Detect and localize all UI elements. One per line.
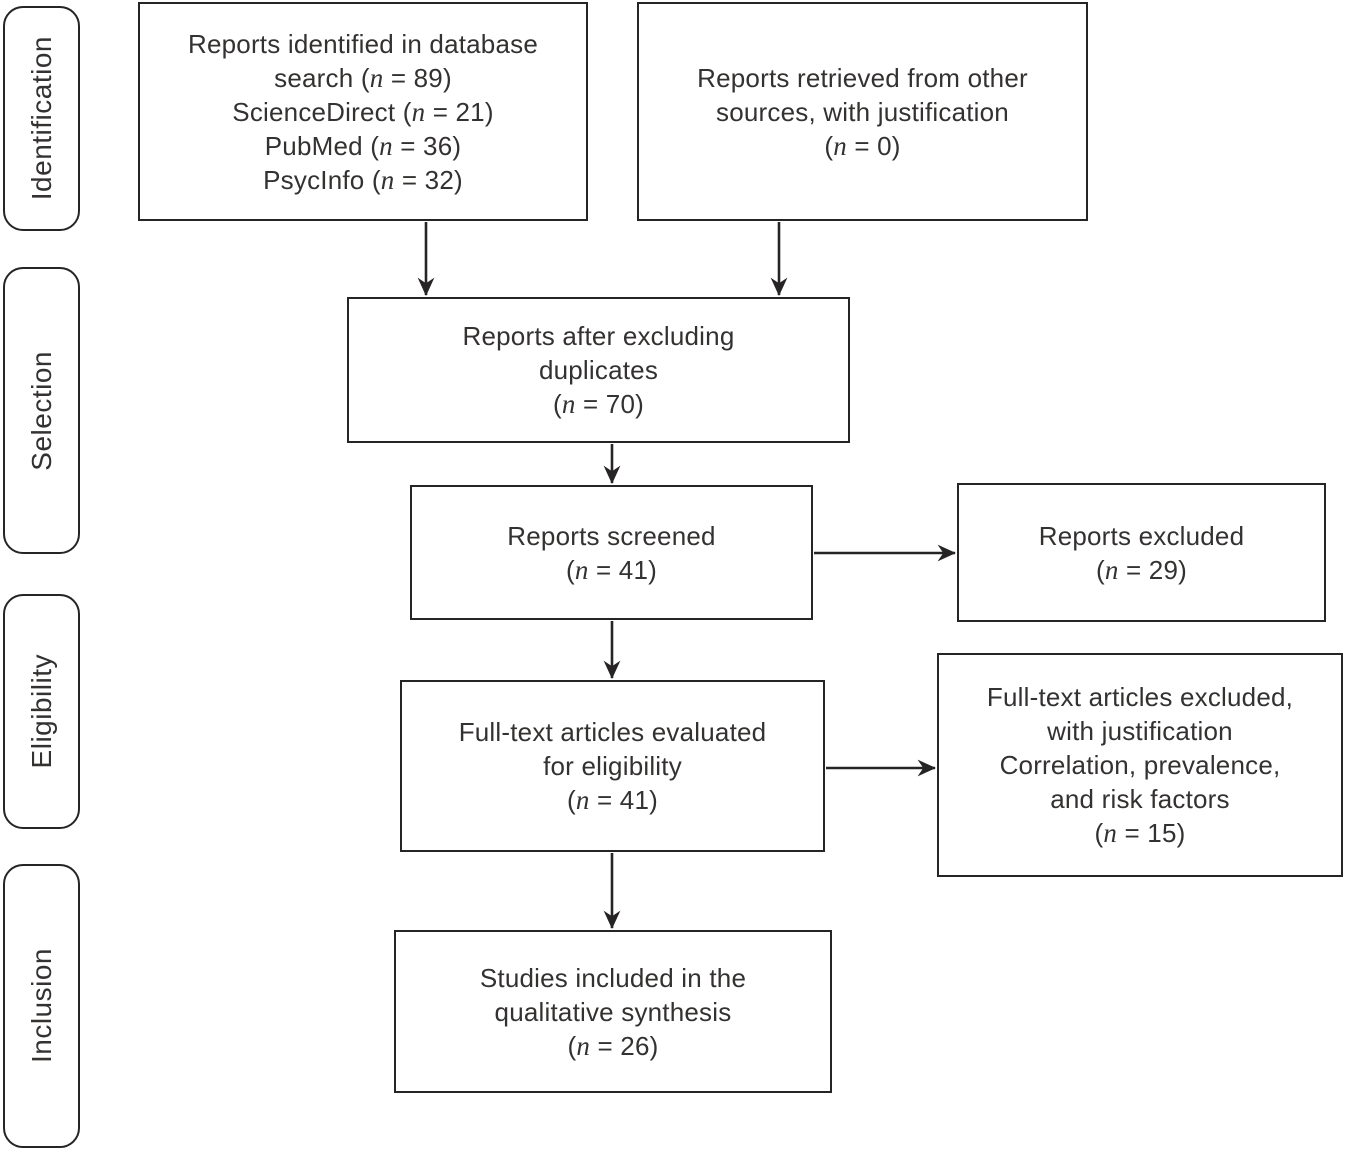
stage-label-inclusion: Inclusion — [25, 948, 57, 1064]
box-reports-excluded: Reports excluded(n = 29) — [957, 483, 1326, 622]
box-reports-screened: Reports screened(n = 41) — [410, 485, 813, 620]
stage-label-identification: Identification — [25, 36, 57, 201]
stage-label-selection: Selection — [25, 350, 57, 471]
stage-label-eligibility: Eligibility — [25, 654, 57, 769]
box-fulltext-excluded-text: Full-text articles excluded,with justifi… — [986, 682, 1294, 848]
box-reports-excluded-text: Reports excluded(n = 29) — [1038, 520, 1245, 585]
box-reports-screened-text: Reports screened(n = 41) — [507, 520, 716, 585]
stage-rail-inclusion: Inclusion — [3, 864, 80, 1148]
stage-rail-selection: Selection — [3, 267, 80, 554]
box-fulltext-excluded: Full-text articles excluded,with justifi… — [937, 653, 1343, 877]
stage-rail-identification: Identification — [3, 6, 80, 231]
stage-rail-eligibility: Eligibility — [3, 594, 80, 829]
